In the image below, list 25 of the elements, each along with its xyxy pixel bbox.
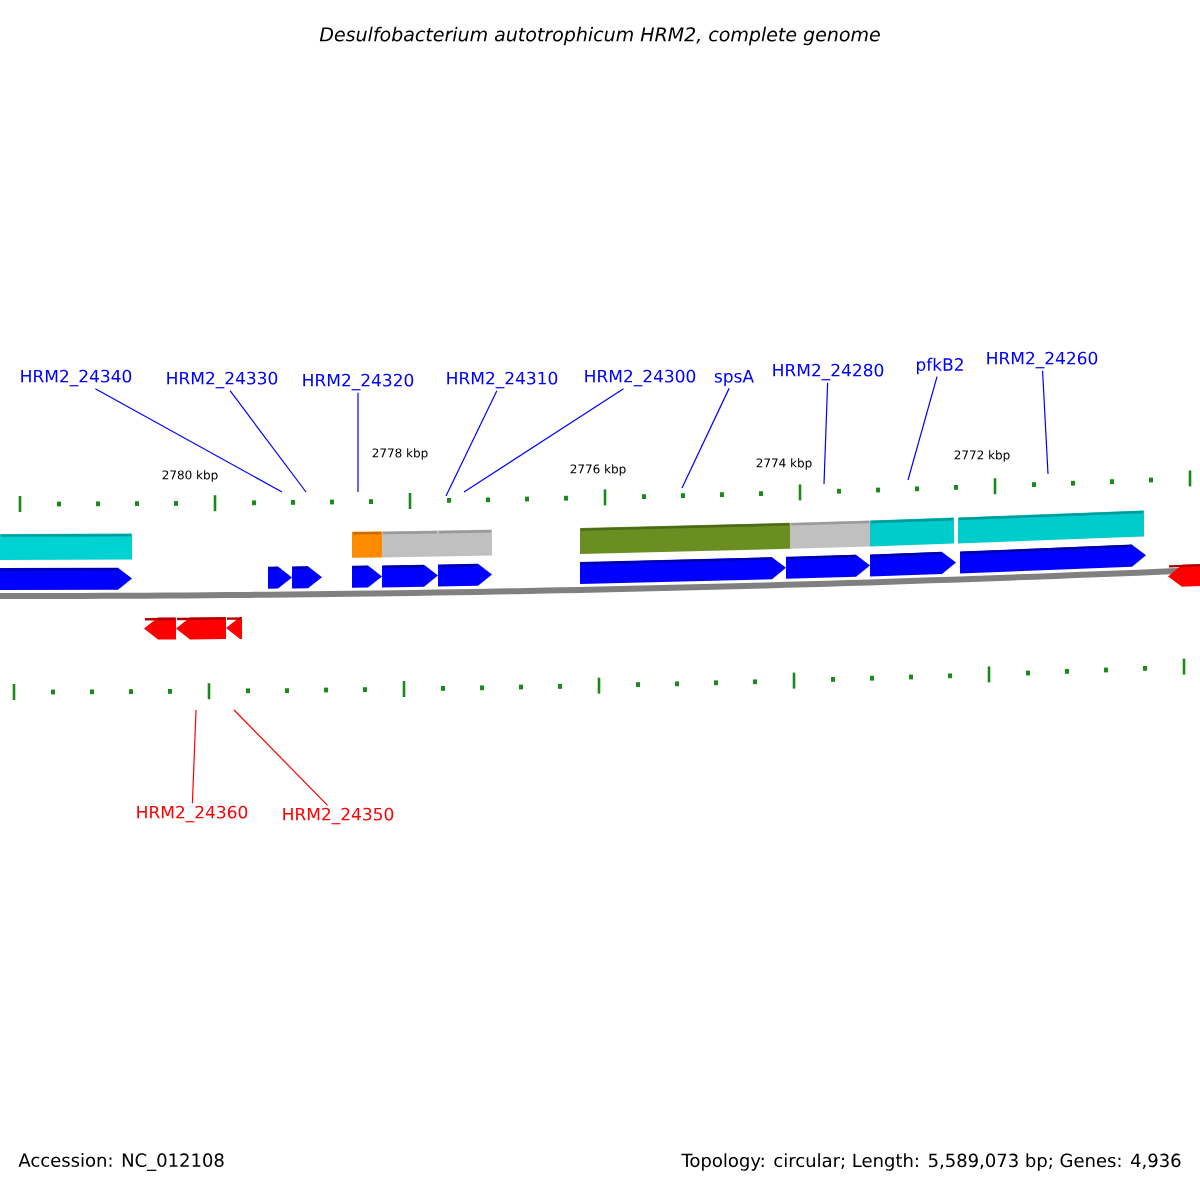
accession-text: Accession: NC_012108 [18,1153,224,1171]
gene-label: HRM2_24330 [167,371,278,389]
gene-label: pfkB2 [917,357,963,375]
leader-line [907,376,938,481]
title: Desulfobacterium autotrophicum HRM2, complete genome [319,26,880,46]
leader-line [191,709,197,804]
gene-label: HRM2_24280 [773,363,884,381]
leader-line [823,382,829,485]
gene-label: HRM2_24350 [283,807,394,825]
leader-line [357,392,359,493]
gene-label: HRM2_24340 [21,369,132,387]
leader-line [1041,370,1049,475]
leader-line [463,388,625,493]
gene-label: HRM2_24260 [987,351,1098,369]
leader-line [94,388,283,493]
leader-line [233,709,329,806]
gene-label: HRM2_24300 [585,369,696,387]
gene-label: spsA [714,370,754,386]
leader-line [681,387,730,489]
gene-label: HRM2_24360 [137,805,248,823]
genome-info-text: Topology: circular; Length: 5,589,073 bp; Genes: 4,936 [681,1153,1181,1171]
gene-label: HRM2_24310 [447,371,558,389]
leader-line [445,390,498,497]
leader-line [229,390,307,493]
gene-label: HRM2_24320 [303,373,414,391]
